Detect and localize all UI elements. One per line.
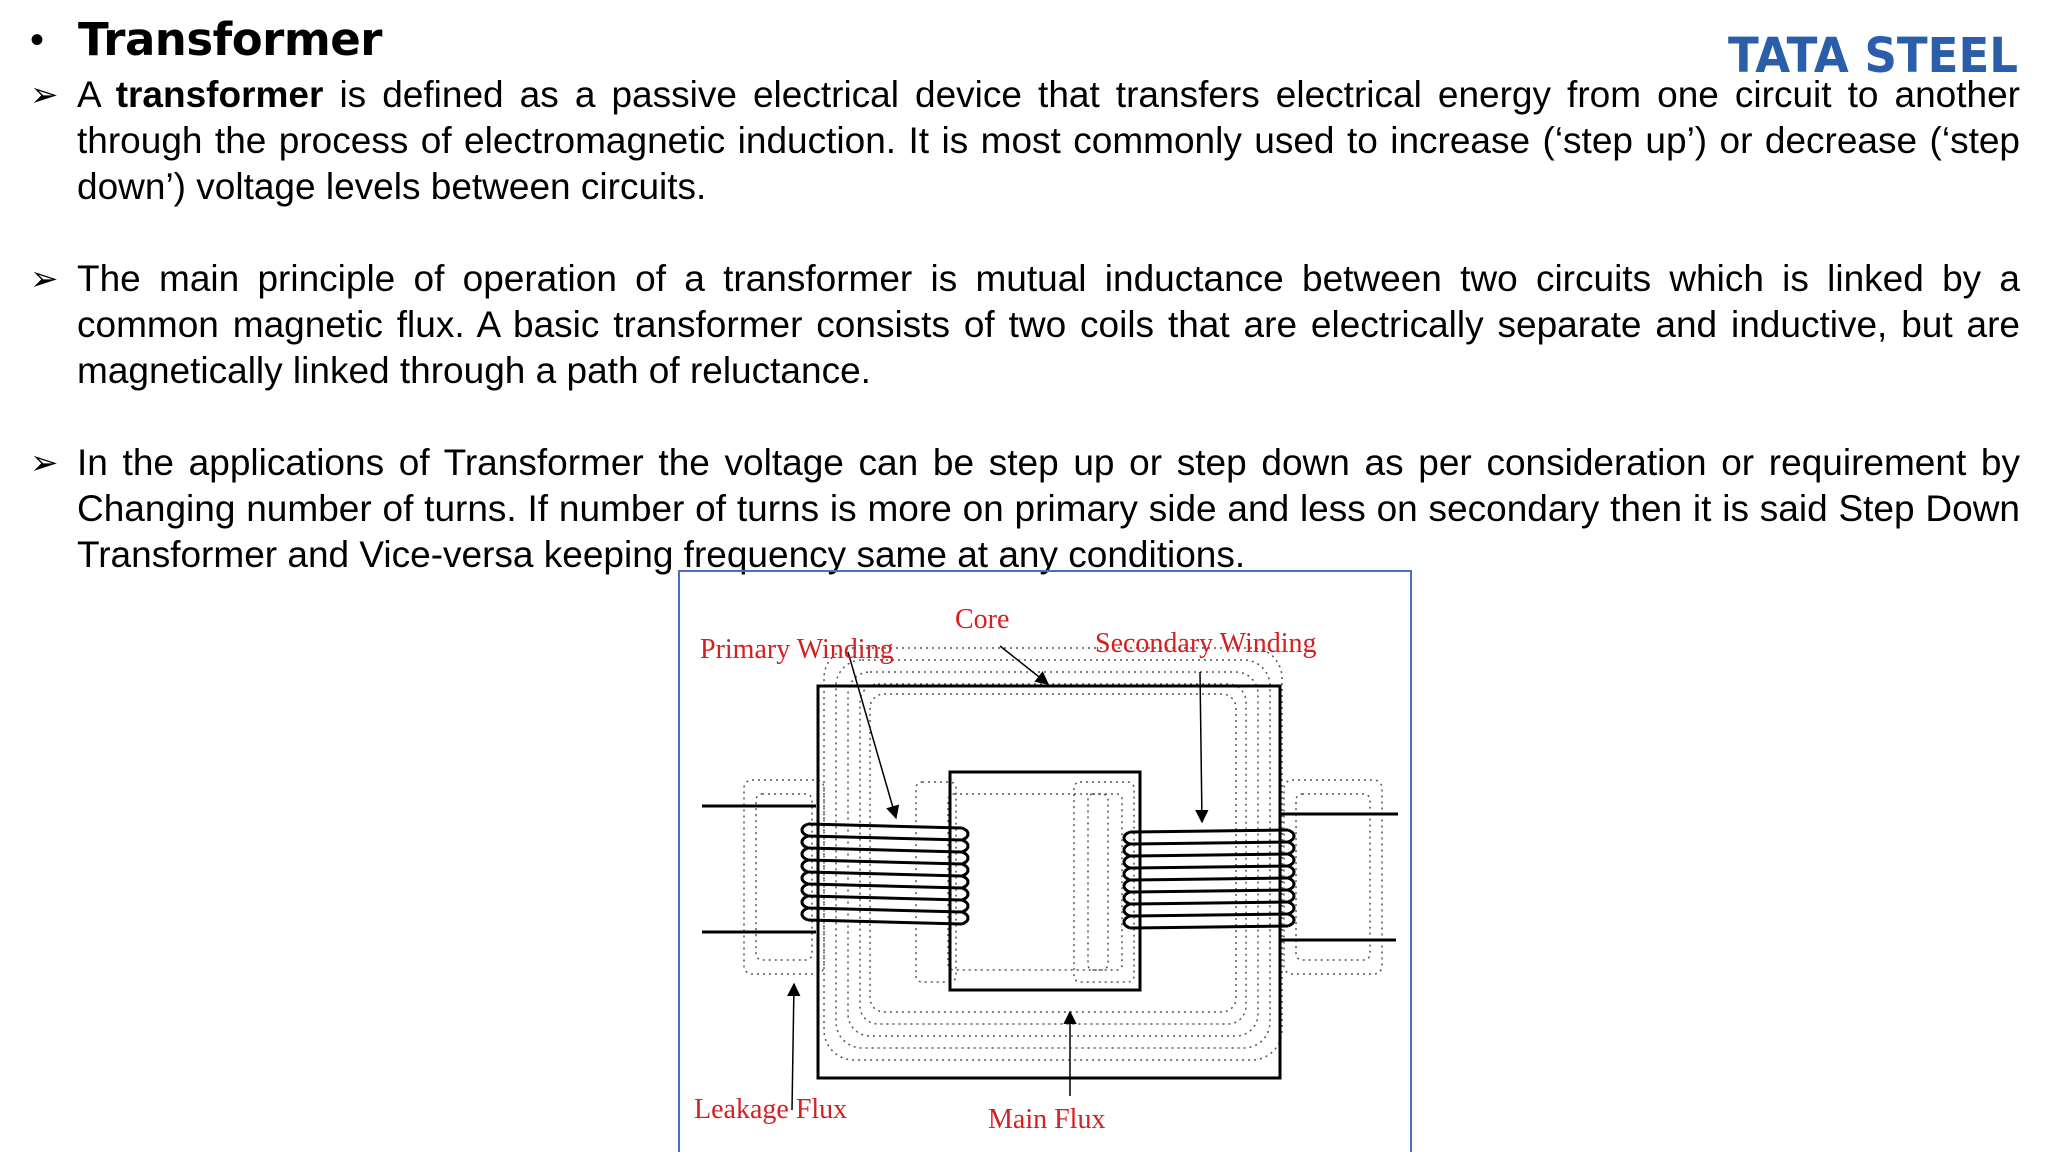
core-window <box>948 770 1142 992</box>
point-2-text: The main principle of operation of a tra… <box>77 258 2020 391</box>
slide-title: Transformer <box>78 13 382 66</box>
core-label: Core <box>955 604 1009 635</box>
title-bullet: • <box>30 18 45 62</box>
transformer-diagram: Core Primary Winding Secondary Winding L… <box>678 570 1412 1152</box>
point-1-rest: is defined as a passive electrical devic… <box>77 74 2020 207</box>
slide-title-row: • Transformer <box>30 10 382 70</box>
point-3-text: In the applications of Transformer the v… <box>77 442 2020 575</box>
primary-winding-label: Primary Winding <box>700 634 894 665</box>
secondary-winding <box>1122 812 1398 942</box>
pointer-arrows <box>787 645 1209 1111</box>
core-outer <box>816 684 1282 1080</box>
main-flux-label: Main Flux <box>988 1104 1105 1135</box>
point-2-marker: ➢ <box>30 260 59 298</box>
leakage-flux-label: Leakage Flux <box>694 1094 847 1125</box>
tata-steel-logo: TATA STEEL <box>1728 28 2018 82</box>
point-3-marker: ➢ <box>30 444 59 482</box>
point-1-bold: transformer <box>115 74 324 115</box>
leakage-flux-lines <box>743 779 1383 983</box>
main-flux-lines <box>823 647 1283 1061</box>
secondary-winding-label: Secondary Winding <box>1095 628 1317 659</box>
logo-text: TATA STEEL <box>1728 28 2018 82</box>
primary-winding <box>702 804 970 934</box>
transformer-svg: Core Primary Winding Secondary Winding L… <box>694 604 1398 1135</box>
point-1-marker: ➢ <box>30 76 59 114</box>
point-1-text: A transformer is defined as a passive el… <box>77 72 2020 210</box>
point-1-lead: A <box>77 74 116 115</box>
